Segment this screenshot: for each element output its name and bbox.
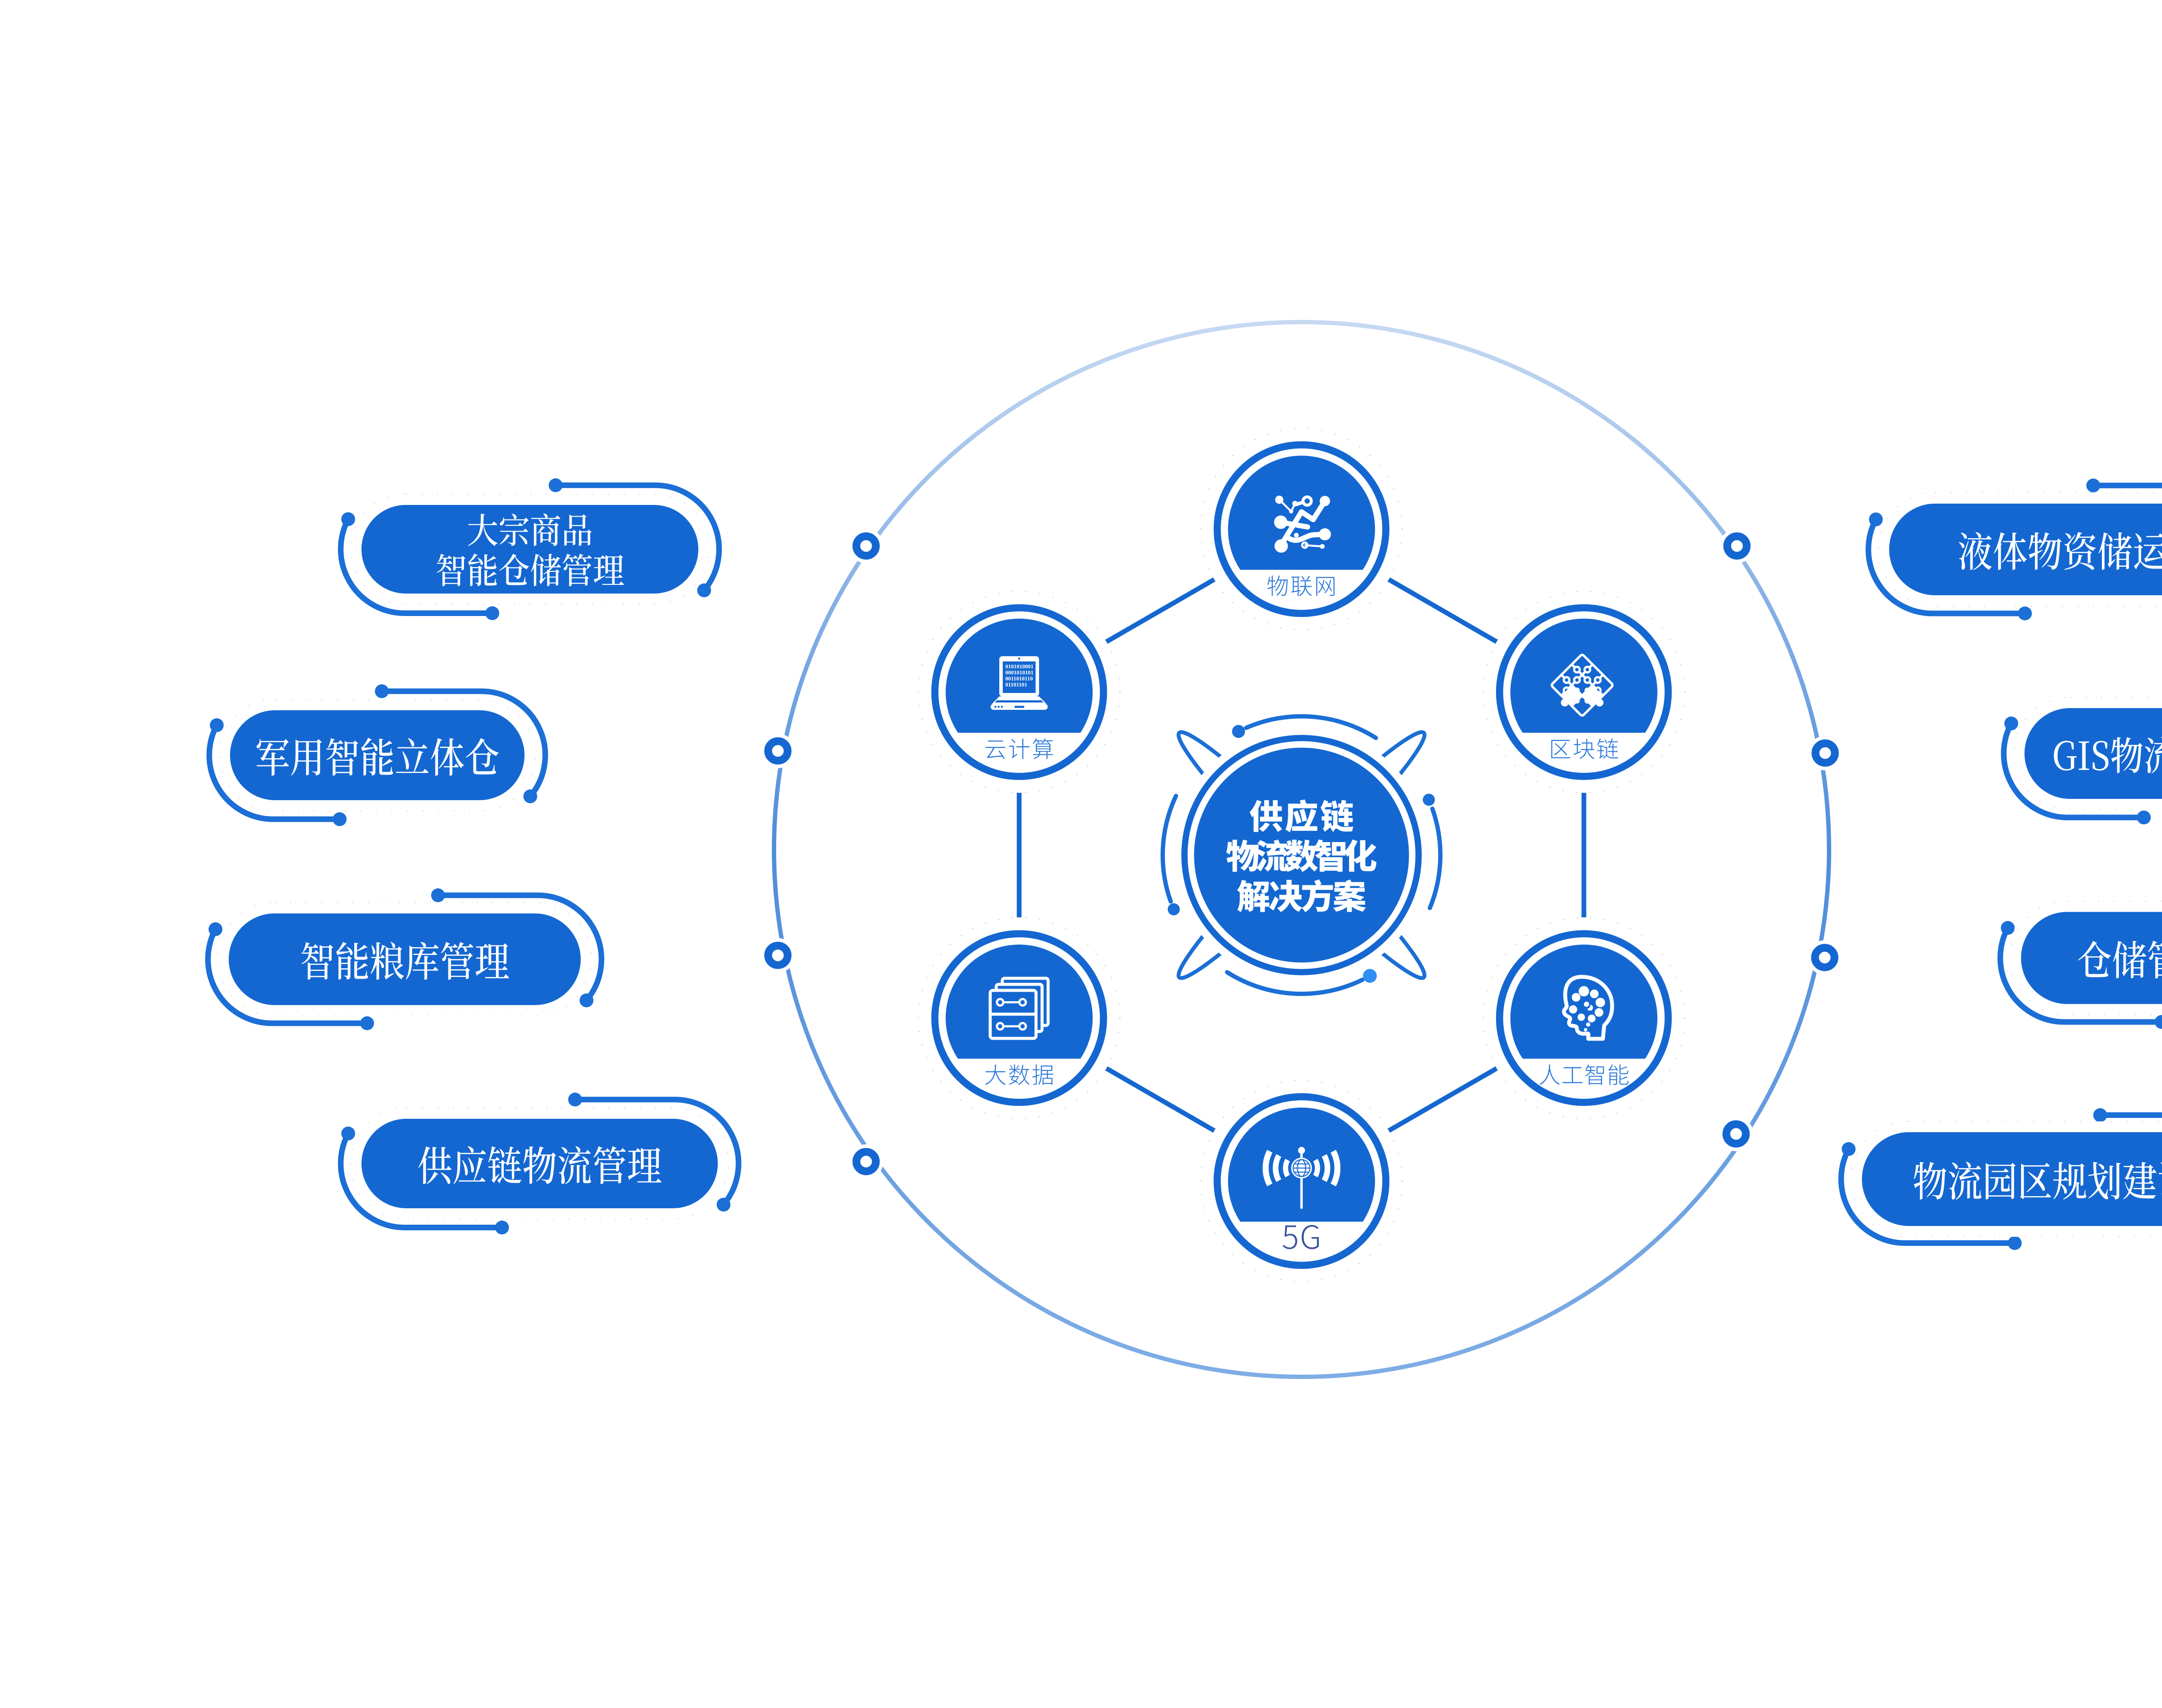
svg-text:0011010110: 0011010110	[1005, 675, 1033, 682]
svg-text:0101010001: 0101010001	[1005, 663, 1033, 670]
svg-text:0001010101: 0001010101	[1005, 669, 1033, 676]
svg-text:01101101: 01101101	[1005, 681, 1027, 688]
